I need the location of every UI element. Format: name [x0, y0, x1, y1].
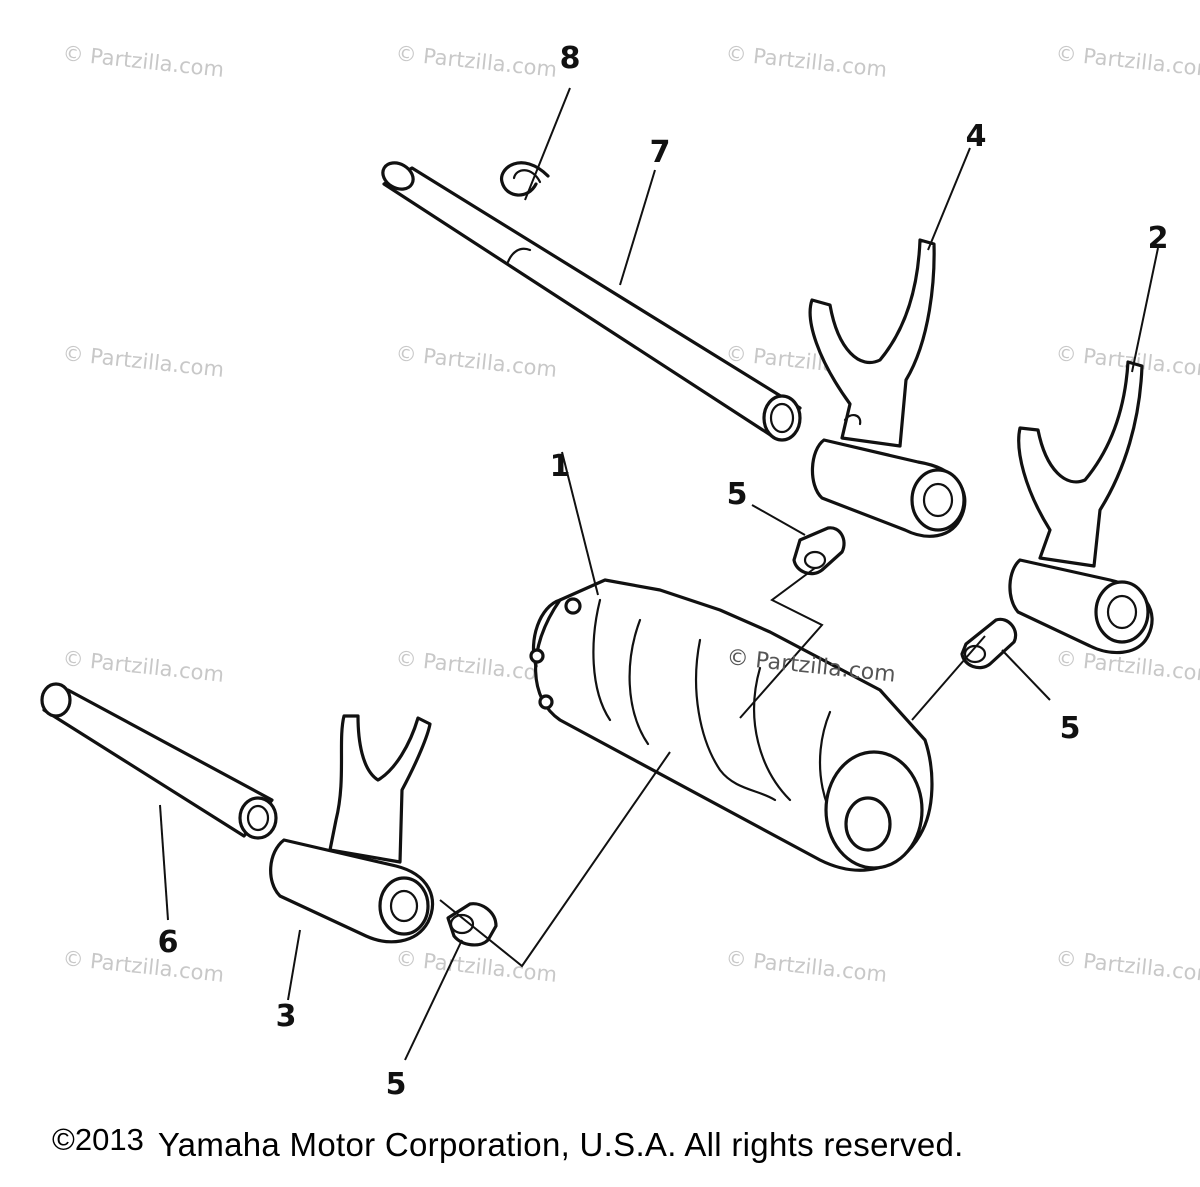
callout-4: 4 — [966, 119, 987, 154]
watermark: © Partzilla.com — [61, 646, 225, 687]
watermark: © Partzilla.com — [1054, 946, 1200, 987]
callout-8: 8 — [560, 41, 581, 76]
part-3-shift-fork — [269, 714, 435, 944]
callout-5-upper: 5 — [727, 477, 748, 512]
watermark: © Partzilla.com — [1054, 41, 1200, 82]
part-8-circlip — [500, 161, 550, 197]
part-7-guide-bar — [381, 161, 802, 442]
callout-2: 2 — [1148, 221, 1169, 256]
part-5-guide-pin-upper — [792, 526, 846, 576]
watermark: © Partzilla.com — [394, 41, 558, 82]
watermark: © Partzilla.com — [61, 946, 225, 987]
part-5-guide-pin-right — [960, 617, 1018, 670]
watermark: © Partzilla.com — [61, 341, 225, 382]
part-6-guide-bar — [40, 682, 278, 840]
watermark: © Partzilla.com — [724, 946, 888, 987]
leader-lines — [159, 87, 1159, 1061]
callout-3: 3 — [276, 999, 297, 1034]
part-4-shift-fork — [808, 238, 967, 538]
watermark-grid: © Partzilla.com © Partzilla.com © Partzi… — [61, 41, 1200, 987]
callout-labels: 8 7 4 2 1 5 5 5 6 3 5 — [158, 41, 1169, 1102]
callout-5-lower: 5 — [386, 1067, 407, 1102]
copyright-footer: ©2013 Yamaha Motor Corporation, U.S.A. Al… — [52, 1122, 1172, 1176]
part-2-shift-fork — [1008, 360, 1154, 655]
callout-5-right: 5 — [1060, 711, 1081, 746]
part-1-shift-drum — [529, 578, 934, 872]
watermark: © Partzilla.com — [724, 41, 888, 82]
callout-1: 1 — [550, 449, 571, 484]
watermark: © Partzilla.com — [61, 41, 225, 82]
watermark: © Partzilla.com — [394, 341, 558, 382]
callout-6: 6 — [158, 925, 179, 960]
callout-7: 7 — [650, 135, 671, 170]
copyright-text: Yamaha Motor Corporation, U.S.A. All rig… — [157, 1126, 964, 1163]
copyright-year: ©2013 — [52, 1122, 144, 1157]
watermark: © Partzilla.com — [394, 946, 558, 987]
